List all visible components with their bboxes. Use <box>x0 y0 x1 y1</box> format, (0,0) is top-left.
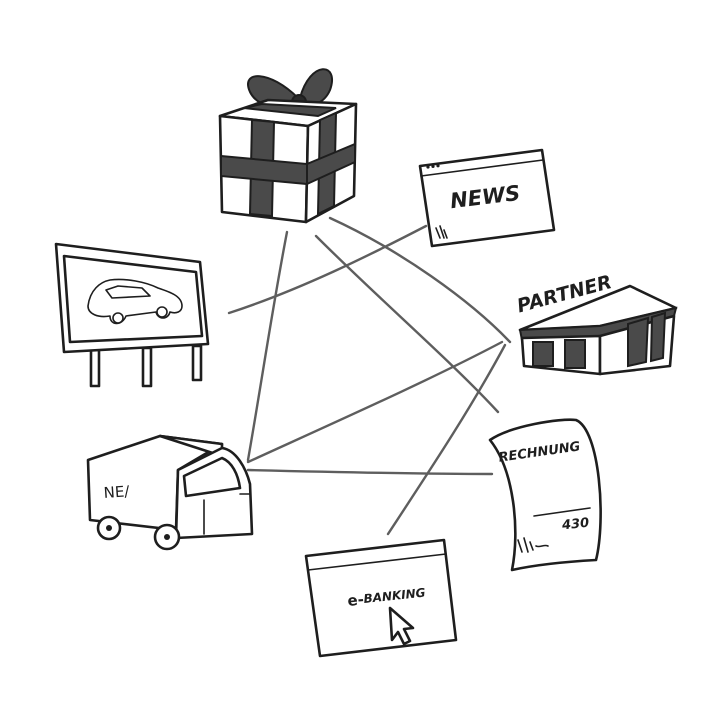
connector-truck-partner <box>246 340 504 464</box>
connector-billboard-news <box>227 224 428 315</box>
amount-label: 430 <box>560 516 590 534</box>
connector-gift-truck <box>246 230 289 462</box>
partner-building-icon: PARTNER <box>515 271 678 376</box>
connections <box>227 216 512 536</box>
gift-box-icon <box>218 68 358 224</box>
connector-truck-rechnung <box>246 468 494 476</box>
news-browser-window-icon: NEWS <box>418 148 556 248</box>
car-billboard-icon <box>54 242 210 388</box>
connector-gift-rechnung <box>314 234 500 414</box>
delivery-truck-icon: NE/ <box>86 434 254 551</box>
truck-logo-label: NE/ <box>103 482 131 502</box>
ebanking-label: BANKING <box>363 586 426 606</box>
connector-ebanking-partner <box>386 343 507 536</box>
invoice-receipt-icon: RECHNUNG 430 <box>488 418 602 572</box>
connector-gift-partner <box>328 216 512 344</box>
ebanking-prefix-label: e- <box>347 590 365 610</box>
ebanking-window-cursor-icon: e- BANKING <box>304 538 458 658</box>
